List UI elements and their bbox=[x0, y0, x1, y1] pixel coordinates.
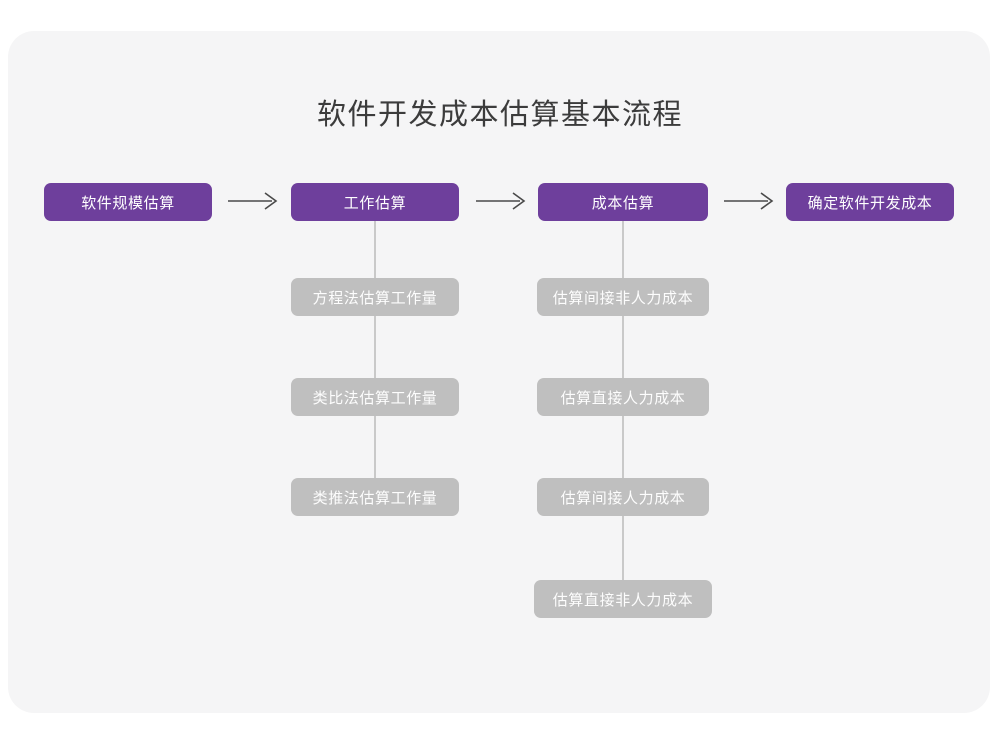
diagram-card bbox=[8, 31, 990, 713]
connector-work-branch bbox=[374, 221, 376, 479]
node-label: 类比法估算工作量 bbox=[312, 389, 438, 407]
node-direct-labor-cost[interactable]: 估算直接人力成本 bbox=[537, 378, 709, 416]
page-title: 软件开发成本估算基本流程 bbox=[316, 99, 683, 131]
node-equation-method-workload[interactable]: 方程法估算工作量 bbox=[291, 278, 459, 316]
node-label: 估算直接非人力成本 bbox=[552, 591, 694, 609]
node-cost-estimation[interactable]: 成本估算 bbox=[538, 183, 708, 221]
node-label: 估算间接人力成本 bbox=[560, 489, 686, 507]
node-label: 估算间接非人力成本 bbox=[552, 289, 694, 307]
node-label: 工作估算 bbox=[343, 194, 407, 212]
node-label: 方程法估算工作量 bbox=[312, 289, 438, 307]
arrow-2-icon bbox=[476, 192, 526, 210]
node-label: 类推法估算工作量 bbox=[312, 489, 438, 507]
node-analogy-method-workload[interactable]: 类比法估算工作量 bbox=[291, 378, 459, 416]
node-inference-method-workload[interactable]: 类推法估算工作量 bbox=[291, 478, 459, 516]
node-label: 估算直接人力成本 bbox=[560, 389, 686, 407]
node-label: 软件规模估算 bbox=[81, 194, 175, 212]
arrow-1-icon bbox=[228, 192, 278, 210]
node-label: 确定软件开发成本 bbox=[807, 194, 933, 212]
arrow-3-icon bbox=[724, 192, 774, 210]
node-software-scale-estimation[interactable]: 软件规模估算 bbox=[44, 183, 212, 221]
node-direct-nonlabor-cost[interactable]: 估算直接非人力成本 bbox=[534, 580, 712, 618]
node-indirect-labor-cost[interactable]: 估算间接人力成本 bbox=[537, 478, 709, 516]
node-determine-development-cost[interactable]: 确定软件开发成本 bbox=[786, 183, 954, 221]
node-work-estimation[interactable]: 工作估算 bbox=[291, 183, 459, 221]
node-indirect-nonlabor-cost[interactable]: 估算间接非人力成本 bbox=[537, 278, 709, 316]
node-label: 成本估算 bbox=[591, 194, 655, 212]
